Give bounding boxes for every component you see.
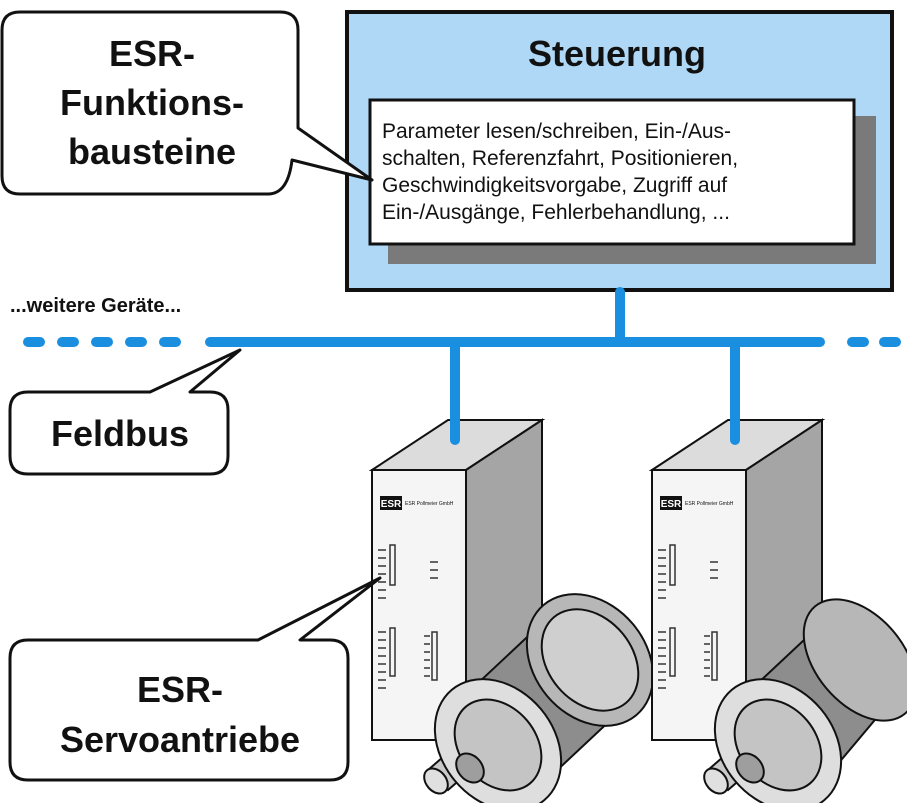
description-line-3: Geschwindigkeitsvorgabe, Zugriff auf [382,174,727,197]
controller-title: Steuerung [528,33,706,74]
drive-1-led-strips [378,544,438,689]
fieldbus [23,287,901,347]
servo-motor-1 [423,593,655,803]
description-line-4: Ein-/Ausgänge, Fehlerbehandlung, ... [382,201,730,224]
more-devices-label: ...weitere Geräte... [10,295,181,317]
description-line-1: Parameter lesen/schreiben, Ein-/Aus- [382,120,731,143]
drive-1-logo-subtext: ESR Pollmeier GmbH [405,501,454,507]
callout-fieldbus: Feldbus [8,348,242,476]
drive-1-logo-text: ESR [381,499,402,510]
callout-fieldbus-label: Feldbus [51,413,189,454]
drive-2-logo-subtext: ESR Pollmeier GmbH [685,501,734,507]
callout-function-blocks-line-1: ESR- [109,33,195,74]
drive-2-logo [660,496,682,510]
callout-function-blocks-line-2: Funktions- [60,82,244,123]
description-line-2: schalten, Referenzfahrt, Positionieren, [382,147,738,170]
callout-servo-drives-line-2: Servoantriebe [60,719,300,760]
drive-2-logo-text: ESR [661,499,682,510]
drive-1-logo [380,496,402,510]
controller-box: Steuerung Parameter lesen/schreiben, Ein… [345,10,894,292]
callout-function-blocks-line-3: bausteine [68,131,236,172]
drive-2-led-strips [658,544,718,689]
callout-function-blocks: ESR- Funktions- bausteine [0,10,374,196]
callout-servo-drives-line-1: ESR- [137,669,223,710]
servo-motor-2 [703,598,907,803]
description-panel [368,98,856,246]
callout-servo-drives: ESR- Servoantriebe [8,576,382,782]
